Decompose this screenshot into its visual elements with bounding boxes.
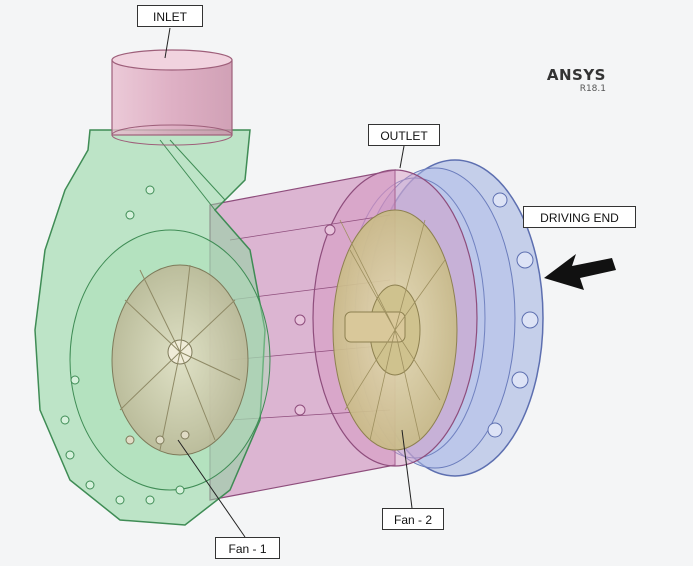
fan-2-label: Fan - 2	[382, 508, 444, 530]
fan1-leader	[177, 439, 246, 538]
leader-lines	[164, 27, 413, 538]
outlet-label: OUTLET	[368, 124, 440, 146]
inlet-label: INLET	[137, 5, 203, 27]
fan-1-impeller	[111, 264, 249, 456]
ansys-logo: ANSYS R18.1	[540, 66, 606, 94]
brand-version: R18.1	[579, 84, 606, 94]
brand-name: ANSYS	[546, 66, 606, 84]
fan2-leader	[401, 429, 413, 509]
outlet-leader	[399, 145, 405, 169]
inlet-pipe	[111, 49, 233, 146]
driving-end-arrow	[544, 254, 616, 290]
driving-end-label: DRIVING END	[523, 206, 636, 228]
inlet-leader	[164, 27, 171, 59]
fan-2-impeller	[332, 209, 458, 451]
fan-1-label: Fan - 1	[215, 537, 280, 559]
